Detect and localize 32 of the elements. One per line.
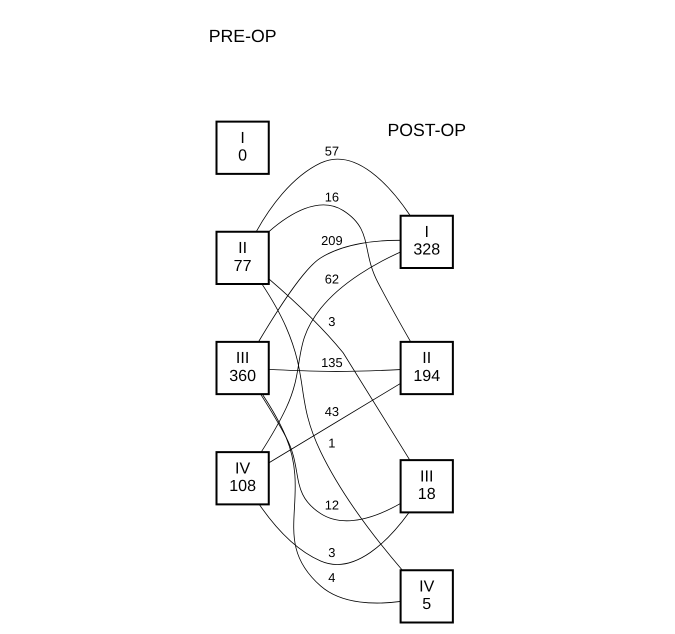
edge-label: 209 [321,232,343,248]
node-box: I 328 [400,214,454,269]
node-box: III 360 [216,340,270,396]
edge-label: 12 [324,497,340,512]
label: PRE-OP [208,26,277,46]
edge-label: 1 [328,435,336,450]
connector [260,252,401,452]
connector [262,284,403,570]
edge-label: 43 [324,404,340,420]
connector [258,504,410,565]
connector [258,240,401,342]
connector [262,394,401,604]
node-box: III 18 [400,459,454,514]
edge-label: 4 [328,570,336,585]
connector [268,368,401,372]
connector [260,394,401,522]
node-box: I 0 [216,120,270,175]
edge-label: 3 [328,314,336,330]
edge-label: 135 [321,355,343,370]
edge-label: 16 [324,189,340,204]
connector [268,383,401,464]
edge-label: 3 [328,544,336,560]
node-box: IV 108 [216,451,270,506]
connector [256,158,411,232]
edge-label: 57 [324,144,340,159]
edge-label: 62 [324,271,340,286]
node-box: IV 5 [400,569,454,624]
connector [268,278,410,460]
label: POST-OP [387,120,466,140]
node-box: II 194 [400,340,454,396]
connector [268,204,411,342]
node-box: II 77 [216,230,270,286]
